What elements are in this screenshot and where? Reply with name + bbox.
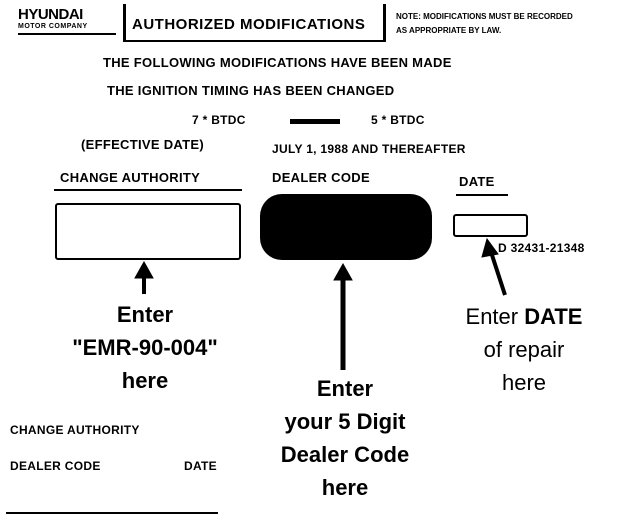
- instruction-line: Enter DATE: [432, 300, 616, 333]
- dealer-code-instruction: Enter your 5 Digit Dealer Code here: [250, 372, 440, 504]
- header-title-underline: [123, 40, 386, 42]
- instruction-line: of repair: [483, 337, 565, 362]
- header-divider-right: [383, 4, 386, 42]
- date-label: DATE: [459, 174, 495, 189]
- instruction-line: "EMR-90-004": [72, 335, 218, 360]
- dealer-code-box: [260, 194, 432, 260]
- footer-rule: [6, 512, 218, 514]
- footer-date: DATE: [184, 459, 217, 473]
- timing-arrow: [290, 119, 340, 124]
- instruction-line: here: [121, 368, 169, 393]
- instruction-date: DATE: [524, 304, 583, 329]
- instruction-line: Enter: [116, 302, 174, 327]
- dealer-code-label: DEALER CODE: [272, 170, 370, 185]
- header-note-line2: AS APPROPRIATE BY LAW.: [396, 26, 502, 35]
- intro-line1: THE FOLLOWING MODIFICATIONS HAVE BEEN MA…: [103, 55, 452, 70]
- change-authority-box: [55, 203, 241, 260]
- timing-to: 5 * BTDC: [371, 113, 425, 127]
- arrow-dealer-code: [333, 262, 353, 370]
- change-authority-instruction: Enter "EMR-90-004" here: [40, 298, 250, 397]
- instruction-enter: Enter: [465, 304, 525, 329]
- intro-line2: THE IGNITION TIMING HAS BEEN CHANGED: [107, 83, 395, 98]
- footer-dealer-code: DEALER CODE: [10, 459, 101, 473]
- date-underline: [456, 194, 508, 196]
- change-authority-underline: [54, 189, 242, 191]
- instruction-line: Enter: [316, 376, 374, 401]
- logo-subtitle: MOTOR COMPANY: [18, 23, 88, 30]
- arrow-date: [481, 237, 507, 296]
- instruction-line: here: [321, 475, 369, 500]
- effective-date-value: JULY 1, 1988 AND THEREAFTER: [272, 142, 466, 156]
- date-box: [453, 214, 528, 237]
- instruction-line: Dealer Code: [280, 442, 410, 467]
- timing-from: 7 * BTDC: [192, 113, 246, 127]
- footer-change-authority: CHANGE AUTHORITY: [10, 423, 140, 437]
- effective-date-label: (EFFECTIVE DATE): [81, 137, 204, 152]
- date-instruction: Enter DATE of repair here: [432, 300, 616, 399]
- instruction-line: your 5 Digit: [284, 409, 406, 434]
- logo-text: HYUNDAI: [18, 6, 83, 23]
- part-number: D 32431-21348: [498, 241, 585, 255]
- header-divider-left: [123, 4, 126, 42]
- header-note-line1: NOTE: MODIFICATIONS MUST BE RECORDED: [396, 12, 573, 21]
- change-authority-label: CHANGE AUTHORITY: [60, 170, 201, 185]
- arrow-change-authority: [134, 260, 154, 294]
- header-title: AUTHORIZED MODIFICATIONS: [132, 16, 366, 33]
- instruction-line: here: [501, 370, 547, 395]
- logo-underline: [18, 33, 116, 35]
